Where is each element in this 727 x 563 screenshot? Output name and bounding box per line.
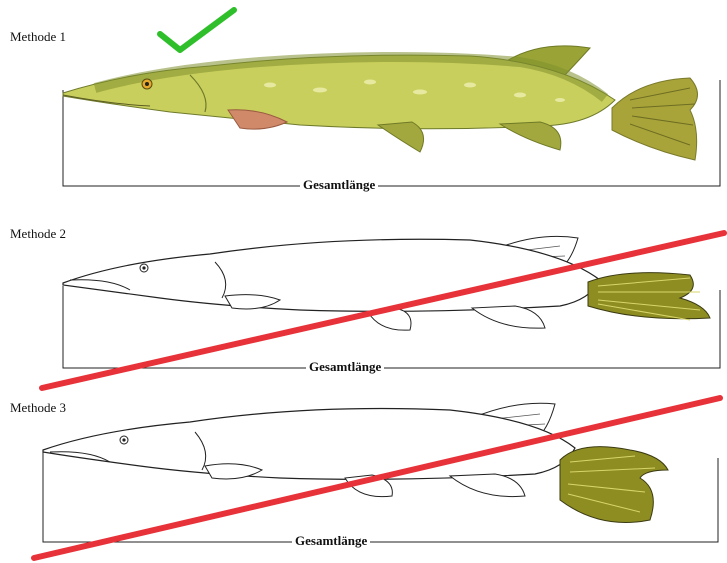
method-2-fish-body [63,239,600,311]
method-1-group [63,10,720,186]
method-1-total-length-label: Gesamtlänge [300,177,378,193]
method-2-tail [588,273,710,319]
check-icon [160,10,234,50]
method-3-total-length-label: Gesamtlänge [292,533,370,549]
method-3-group [34,398,720,558]
method-2-total-length-label: Gesamtlänge [306,359,384,375]
